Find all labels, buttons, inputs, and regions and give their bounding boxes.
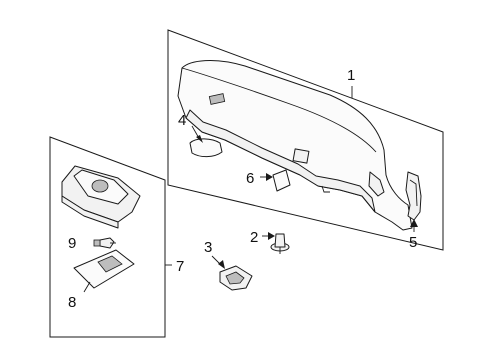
callout-1: 1	[347, 67, 355, 84]
callout-7: 7	[176, 258, 184, 275]
lamp-lens-part-8	[73, 249, 135, 289]
lens-part-3	[219, 265, 253, 291]
callout-6: 6	[246, 170, 254, 187]
panel-handle-recess	[292, 148, 310, 164]
handle-part-5	[405, 171, 422, 221]
lamp-group-box	[49, 136, 166, 338]
callout-2: 2	[250, 229, 258, 246]
liftgate-trim-panel	[177, 59, 413, 231]
trim-panel-group-box	[167, 29, 444, 251]
callout-9: 9	[68, 235, 76, 252]
panel-clip-slot	[208, 93, 226, 105]
bulb-part-9	[93, 237, 115, 249]
push-clip-part-2	[270, 233, 290, 254]
callout-4: 4	[178, 112, 186, 129]
callout-8: 8	[68, 294, 76, 311]
lamp-housing	[61, 165, 141, 229]
callout-5: 5	[409, 234, 417, 251]
cover-part-4	[189, 138, 223, 158]
leader-lines	[83, 86, 418, 293]
plug-part-6	[272, 169, 291, 192]
callout-3: 3	[204, 239, 212, 256]
